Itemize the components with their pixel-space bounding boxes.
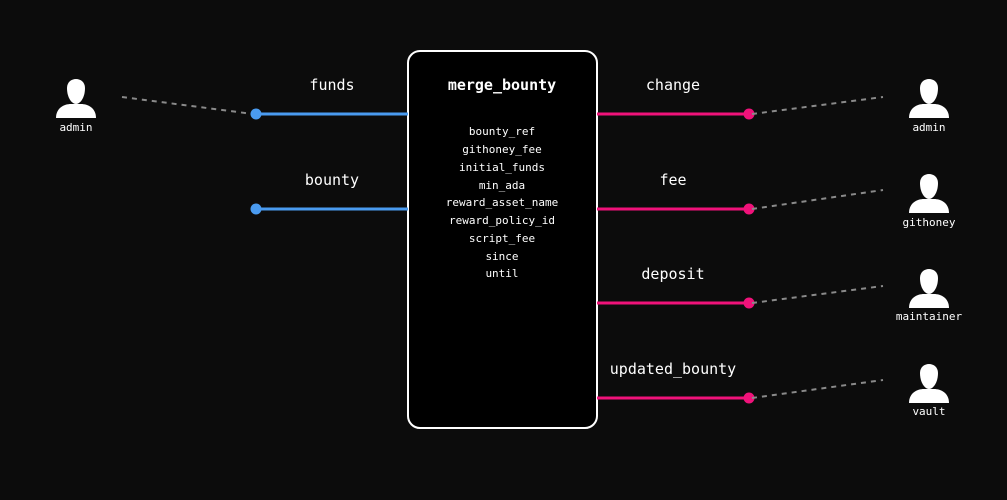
output-deposit: deposit maintainer: [597, 265, 962, 323]
output-dot: [743, 108, 755, 120]
input-bounty: bounty: [250, 171, 408, 215]
input-label: bounty: [305, 171, 359, 189]
dashed-connector: [751, 285, 884, 304]
user-icon: [909, 364, 949, 403]
input-funds: funds admin: [56, 76, 408, 134]
input-dot: [250, 108, 262, 120]
param-item: until: [485, 267, 518, 280]
param-item: reward_asset_name: [446, 196, 559, 209]
param-item: githoney_fee: [462, 143, 541, 156]
output-label: change: [646, 76, 700, 94]
param-item: reward_policy_id: [449, 214, 555, 227]
user-icon: [909, 174, 949, 213]
input-label: funds: [309, 76, 354, 94]
transaction-box-border: [407, 50, 598, 429]
param-item: initial_funds: [459, 161, 545, 174]
param-item: script_fee: [469, 232, 535, 245]
actor-label: admin: [912, 121, 945, 134]
param-item: bounty_ref: [469, 125, 535, 138]
actor-label: githoney: [903, 216, 956, 229]
output-dot: [743, 297, 755, 309]
transaction-title: merge_bounty: [448, 76, 556, 94]
output-updated-bounty: updated_bounty vault: [597, 360, 949, 418]
dashed-connector: [751, 379, 884, 399]
param-list: bounty_ref githoney_fee initial_funds mi…: [446, 125, 559, 280]
dashed-connector: [121, 96, 254, 115]
dashed-connector: [751, 96, 884, 115]
actor-label: admin: [59, 121, 92, 134]
actor-label: vault: [912, 405, 945, 418]
param-item: since: [485, 250, 518, 263]
param-item: min_ada: [479, 179, 525, 192]
output-label: fee: [659, 171, 686, 189]
output-change: change admin: [597, 76, 949, 134]
user-icon: [909, 79, 949, 118]
user-icon: [56, 79, 96, 118]
actor-label: maintainer: [896, 310, 963, 323]
transaction-box: merge_bounty bounty_ref githoney_fee ini…: [407, 50, 598, 429]
output-label: updated_bounty: [610, 360, 736, 378]
user-icon: [909, 269, 949, 308]
output-label: deposit: [641, 265, 704, 283]
output-dot: [743, 392, 755, 404]
dashed-connector: [751, 189, 884, 210]
input-dot: [250, 203, 262, 215]
output-fee: fee githoney: [597, 171, 956, 229]
output-dot: [743, 203, 755, 215]
